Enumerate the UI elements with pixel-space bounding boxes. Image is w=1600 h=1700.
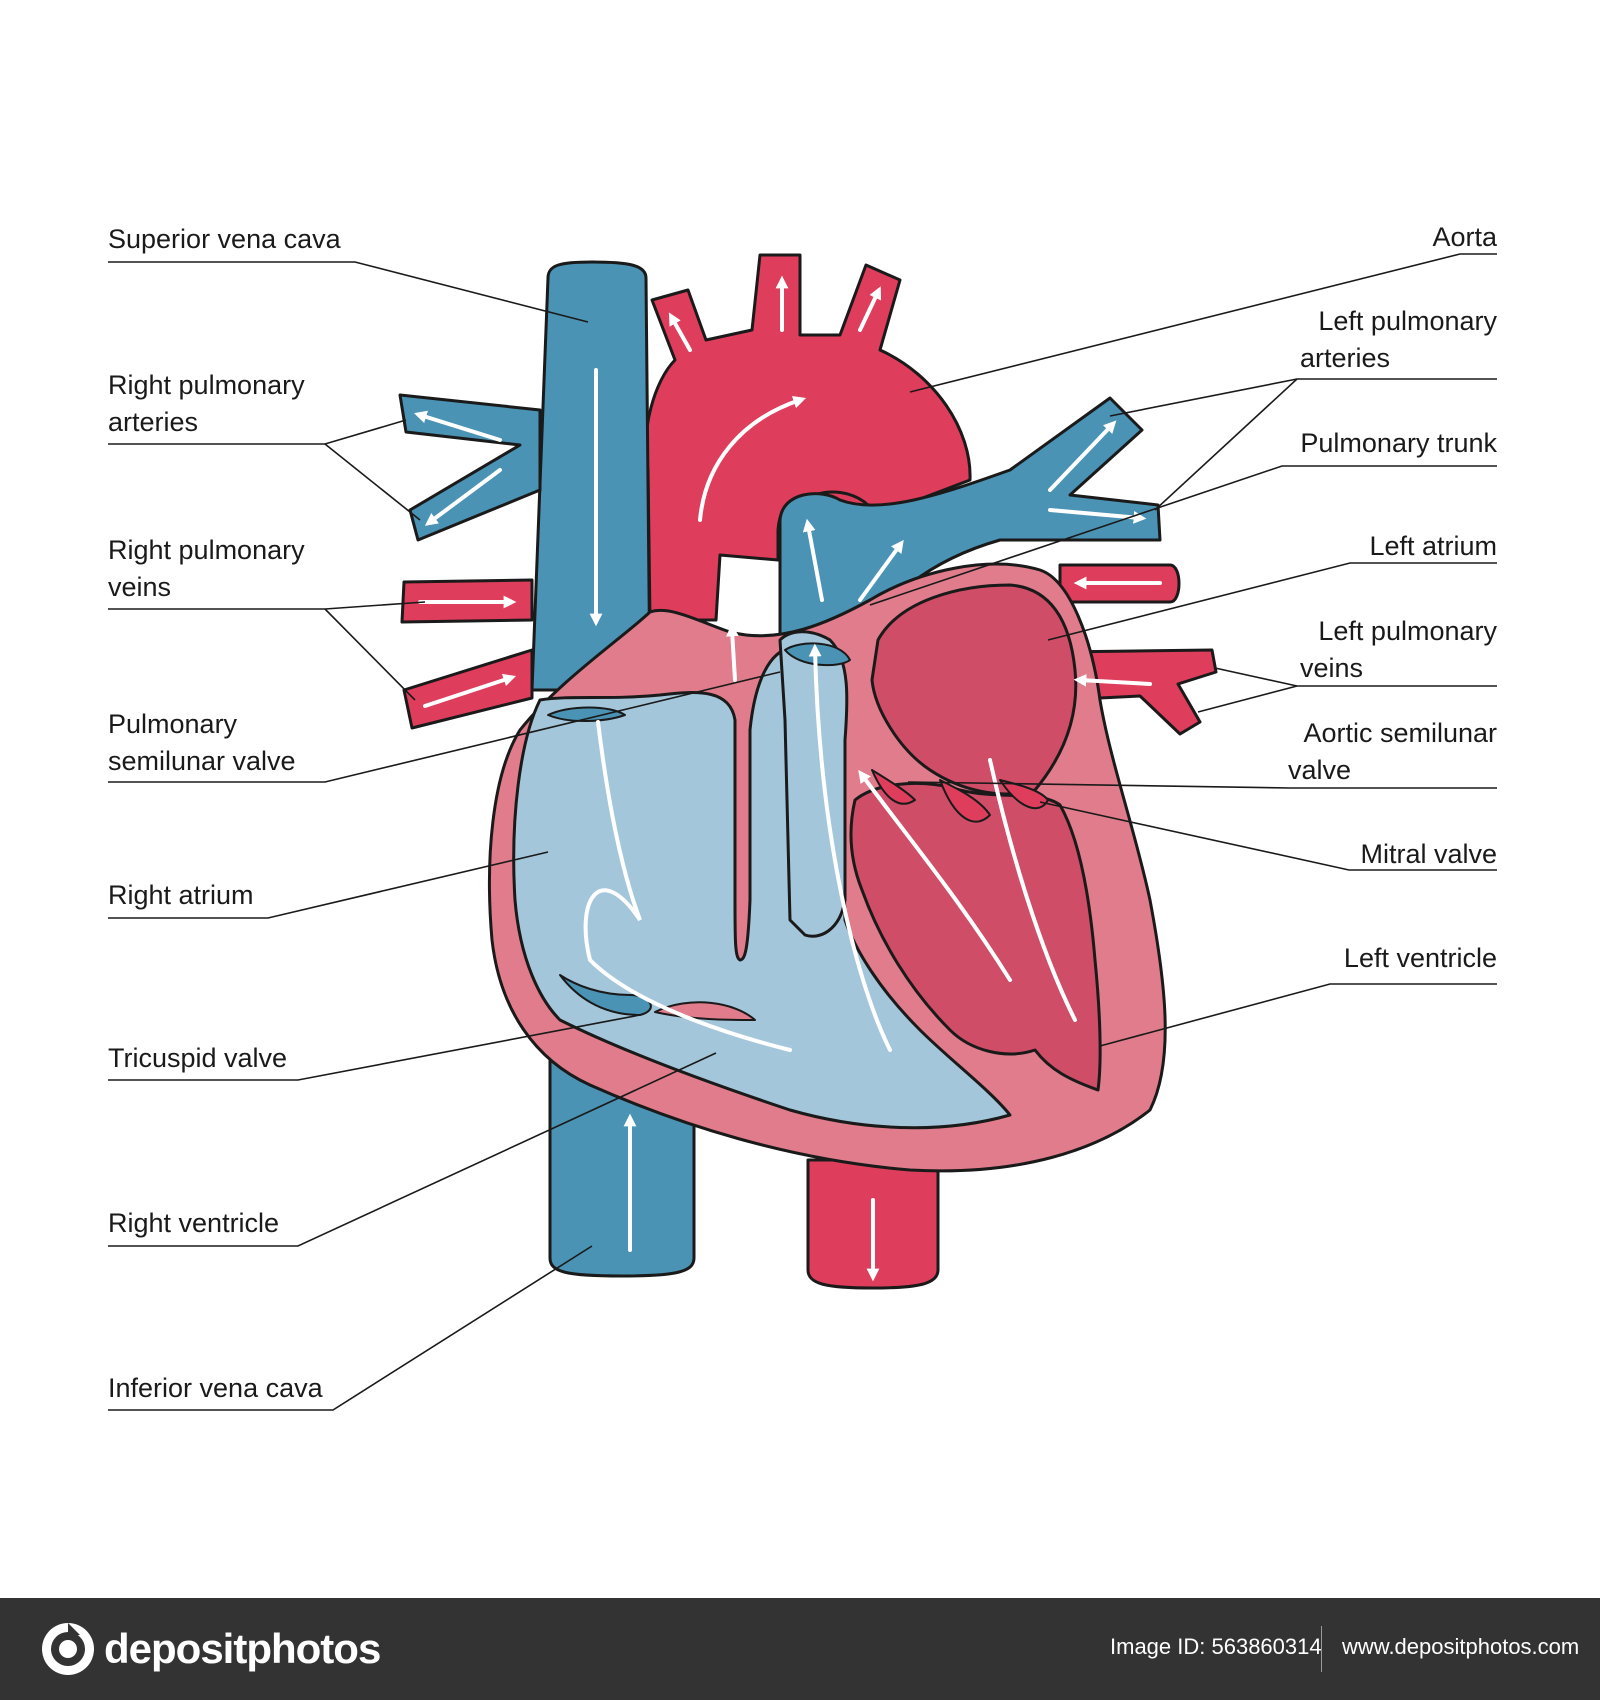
leader-aorta — [909, 253, 1497, 393]
right-pulmonary-arteries — [398, 393, 542, 542]
flow-arrow-arch — [698, 395, 807, 522]
leader-left-atrium — [1047, 562, 1497, 641]
label-aortic-semilunar-valve-line1: Aortic semilunar — [1303, 718, 1497, 748]
flow-arrow-lpv-2 — [1073, 673, 1152, 687]
flow-arrow-rpa-1 — [413, 410, 502, 442]
leader-left-ventricle — [1099, 983, 1497, 1047]
label-mitral-valve: Mitral valve — [1360, 839, 1497, 869]
leader-lines — [108, 253, 1497, 1411]
leader-pulmonary-trunk — [869, 465, 1497, 606]
flow-arrow-trunk-2 — [858, 539, 904, 602]
label-left-pulmonary-veins-line1: Left pulmonary — [1318, 616, 1497, 646]
brand-name: depositphotos — [104, 1625, 381, 1672]
heart-illustration — [398, 253, 1218, 1290]
tricuspid-valve — [559, 974, 652, 1016]
left-atrium — [870, 583, 1078, 796]
label-right-pulmonary-arteries-line1: Right pulmonary — [108, 370, 305, 400]
flow-arrow-rpa-2 — [424, 468, 502, 526]
label-right-pulmonary-veins-line2: veins — [108, 572, 171, 602]
label-pulmonary-trunk: Pulmonary trunk — [1300, 428, 1497, 458]
leader-right-pulmonary-veins — [108, 601, 426, 610]
mitral-valve-cusp — [939, 779, 991, 823]
label-superior-vena-cava: Superior vena cava — [108, 224, 342, 254]
labels: Superior vena cava Right pulmonary arter… — [108, 222, 1498, 1403]
label-aorta: Aorta — [1432, 222, 1498, 252]
heart-diagram: Superior vena cava Right pulmonary arter… — [108, 222, 1498, 1411]
label-pulmonary-semilunar-valve-line1: Pulmonary — [108, 709, 238, 739]
label-right-pulmonary-veins-line1: Right pulmonary — [108, 535, 305, 565]
leader-right-pulmonary-veins-2 — [324, 608, 416, 701]
flow-arrow-lv-out — [858, 769, 1012, 982]
label-aortic-semilunar-valve-line2: valve — [1288, 755, 1351, 785]
label-left-pulmonary-arteries-line1: Left pulmonary — [1318, 306, 1497, 336]
leader-mitral-valve — [1039, 801, 1497, 871]
leader-left-pulmonary-arteries — [1109, 378, 1497, 417]
leader-right-atrium — [108, 851, 549, 919]
label-right-pulmonary-arteries-line2: arteries — [108, 407, 198, 437]
website-link[interactable]: www.depositphotos.com — [1342, 1634, 1580, 1659]
pulmonary-outflow — [778, 630, 849, 938]
footer-divider — [1321, 1626, 1322, 1672]
flow-arrow-aorta-1 — [668, 312, 692, 352]
footer-bar: depositphotos Image ID: 563860314 www.de… — [0, 1598, 1600, 1700]
label-pulmonary-semilunar-valve-line2: semilunar valve — [108, 746, 296, 776]
flow-arrow-trunk-1 — [802, 518, 824, 602]
flow-path-ra — [583, 720, 792, 1052]
flow-arrows — [413, 275, 1162, 1282]
label-left-ventricle: Left ventricle — [1344, 943, 1497, 973]
label-right-atrium: Right atrium — [108, 880, 254, 910]
camera-aperture-icon — [42, 1623, 94, 1675]
leader-pulmonary-semilunar-valve — [108, 671, 781, 783]
leader-right-pulmonary-arteries-2 — [324, 443, 421, 521]
leader-inferior-vena-cava — [108, 1245, 593, 1411]
leader-aortic-semilunar-valve — [907, 781, 1497, 789]
label-right-ventricle: Right ventricle — [108, 1208, 279, 1238]
label-tricuspid-valve: Tricuspid valve — [108, 1043, 287, 1073]
pulmonary-semilunar-valve — [547, 706, 626, 723]
right-pulmonary-vein-lower — [402, 648, 534, 730]
label-left-pulmonary-veins-line2: veins — [1300, 653, 1363, 683]
mitral-valve — [999, 779, 1049, 810]
label-inferior-vena-cava: Inferior vena cava — [108, 1373, 324, 1403]
leader-left-pulmonary-veins-2 — [1197, 685, 1298, 713]
label-left-pulmonary-arteries-line2: arteries — [1300, 343, 1390, 373]
flow-arrow-ra-aorta — [725, 623, 739, 682]
label-left-atrium: Left atrium — [1369, 531, 1497, 561]
aortic-semilunar-valve — [871, 769, 916, 805]
superior-vena-cava — [530, 260, 652, 692]
flow-arrow-aorta-3 — [858, 286, 882, 332]
leader-left-pulmonary-arteries-2 — [1154, 378, 1298, 511]
leader-tricuspid-valve — [108, 1014, 641, 1081]
flow-path-lv — [988, 758, 1077, 1022]
flow-arrow-lpa-1 — [1048, 420, 1117, 492]
flow-arrow-rv-out — [808, 643, 892, 1052]
leader-right-ventricle — [108, 1052, 717, 1247]
flow-arrow-lpa-2 — [1048, 508, 1147, 524]
image-id: Image ID: 563860314 — [1110, 1634, 1322, 1659]
flow-arrow-rpv-2 — [423, 673, 517, 708]
brand-logo[interactable]: depositphotos — [40, 1620, 381, 1678]
leader-superior-vena-cava — [108, 261, 589, 323]
